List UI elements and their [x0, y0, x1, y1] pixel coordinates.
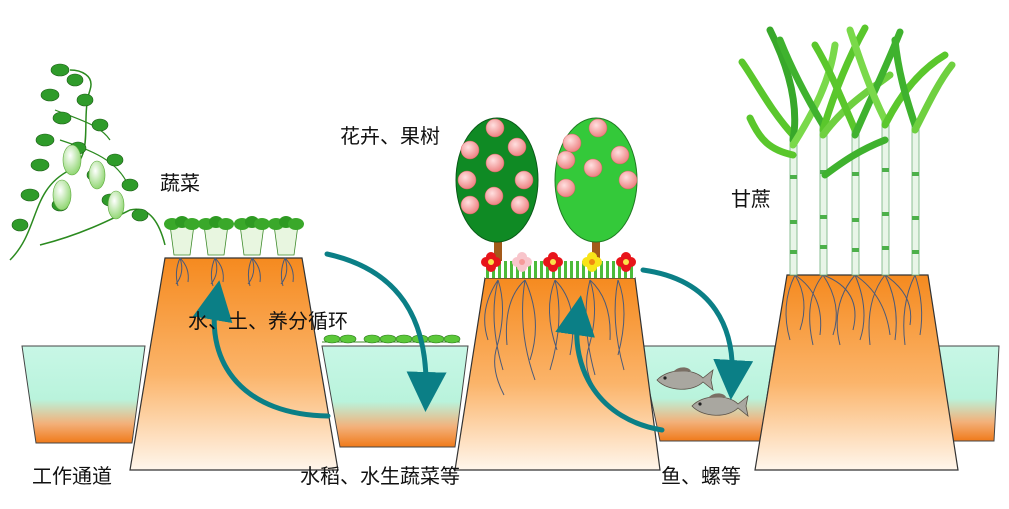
flower-icon — [481, 252, 636, 272]
label-sugarcane: 甘蔗 — [731, 187, 771, 211]
vine-icon — [9, 63, 166, 261]
ridge-vegetables — [129, 257, 339, 471]
ditch-left — [21, 345, 146, 444]
ridge-sugarcane — [754, 274, 959, 471]
sugarcane-roots — [785, 274, 923, 346]
label-fish-snails: 鱼、螺等 — [661, 464, 741, 488]
label-cycle: 水、土、养分循环 — [188, 309, 348, 333]
cabbage-icon — [164, 216, 304, 256]
arrow-fruit-to-fish — [640, 267, 754, 400]
label-work-path: 工作通道 — [32, 464, 112, 488]
cycle-arrows — [192, 251, 754, 433]
sugarcane-icon — [738, 24, 956, 276]
arrow-vegetables-to-rice — [324, 251, 447, 412]
ditch-fish — [639, 345, 776, 442]
label-vegetables: 蔬菜 — [160, 171, 200, 195]
fruit-tree-roots — [484, 279, 625, 396]
arrow-fish-to-fruit — [555, 295, 665, 433]
water-plant-icon — [322, 334, 461, 344]
label-rice-aquatic: 水稻、水生蔬菜等 — [300, 464, 460, 488]
fruit-tree-icon — [455, 117, 638, 261]
ditch-rice — [321, 345, 469, 448]
arrow-rice-to-vegetables — [192, 280, 331, 419]
label-flowers-fruit-trees: 花卉、果树 — [340, 124, 440, 148]
vegetable-roots — [175, 257, 294, 287]
